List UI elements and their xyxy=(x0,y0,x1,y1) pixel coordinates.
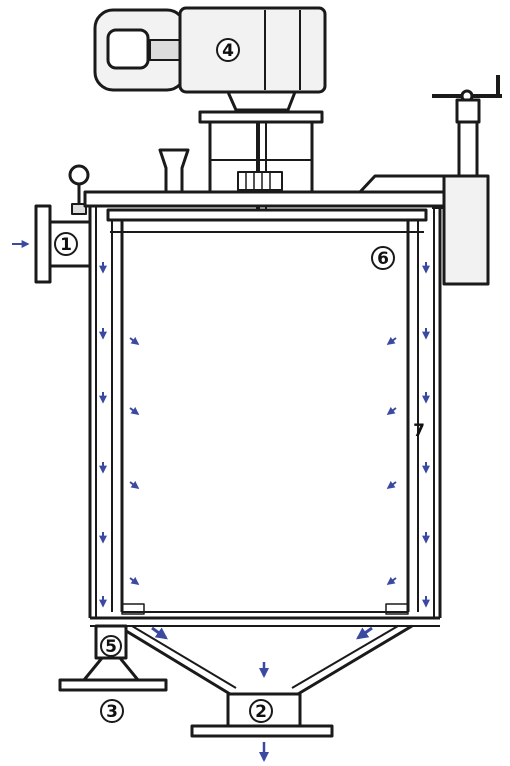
flow-arrow-icon xyxy=(356,626,373,640)
flow-arrow-icon xyxy=(386,336,397,345)
flow-arrow-icon xyxy=(129,336,140,345)
flow-arrow-icon xyxy=(129,576,140,585)
callout-housing-shell-label: 7 xyxy=(413,421,425,441)
callout-support-base-label: 5 xyxy=(105,637,117,657)
callout-bottom-outlet-label: 2 xyxy=(255,702,267,722)
valve-actuator xyxy=(432,75,502,286)
callout-support-base: 5 xyxy=(100,635,122,657)
callout-filter-basket-label: 6 xyxy=(377,249,389,269)
housing-shell xyxy=(88,206,442,627)
lifting-eye-icon xyxy=(68,164,90,215)
callout-support-foot-label: 3 xyxy=(106,702,118,722)
flow-arrow-icon xyxy=(151,626,168,640)
vent-nozzle xyxy=(158,148,190,194)
flow-arrow-icon xyxy=(386,406,397,415)
callout-drive-motor: 4 xyxy=(216,38,240,62)
callout-support-foot: 3 xyxy=(100,699,124,723)
flow-arrow-icon xyxy=(129,406,140,415)
flow-arrow-icon xyxy=(386,576,397,585)
callout-inlet: 1 xyxy=(54,232,78,256)
support-leg xyxy=(58,624,168,692)
flow-arrow-icon xyxy=(129,480,140,489)
callout-inlet-label: 1 xyxy=(60,235,72,255)
conical-bottom xyxy=(117,624,413,696)
callout-bottom-outlet: 2 xyxy=(249,699,273,723)
callout-drive-motor-label: 4 xyxy=(222,41,234,61)
callout-housing-shell: 7 xyxy=(413,421,425,441)
filter-basket xyxy=(106,208,428,615)
flow-arrow-icon xyxy=(386,480,397,489)
callout-filter-basket: 6 xyxy=(371,246,395,270)
flow-arrows xyxy=(12,240,430,762)
motor-stand xyxy=(198,110,324,210)
drive-motor xyxy=(93,6,327,112)
